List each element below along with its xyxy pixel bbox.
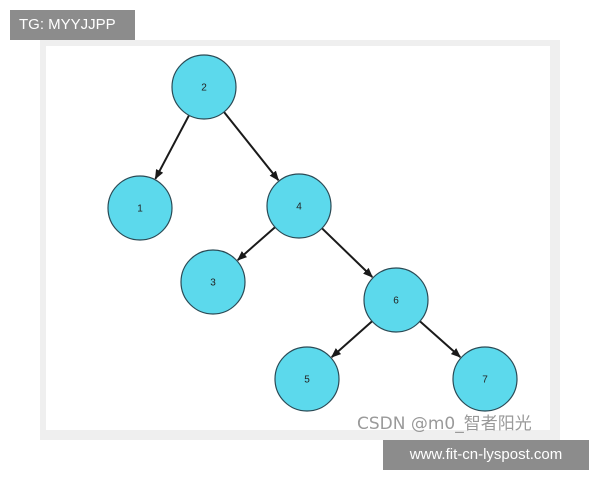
tree-node-5: 5	[274, 346, 340, 412]
node-circle	[452, 346, 518, 412]
node-circle	[171, 54, 237, 120]
edge-n6-n7	[419, 320, 462, 358]
node-label: 3	[210, 278, 216, 289]
tree-node-6: 6	[363, 267, 429, 333]
edge-n2-n4	[223, 111, 280, 181]
csdn-author-watermark: CSDN @m0_智者阳光	[357, 414, 532, 434]
tg-watermark-badge: TG: MYYJJPP	[10, 10, 135, 40]
edge-n6-n5	[330, 320, 373, 358]
node-label: 7	[482, 375, 488, 386]
node-circle	[107, 175, 173, 241]
edge-n4-n6	[321, 227, 374, 278]
tree-node-2: 2	[171, 54, 237, 120]
node-circle	[266, 173, 332, 239]
edge-n4-n3	[236, 226, 276, 261]
site-url-banner: www.fit-cn-lyspost.com	[383, 440, 589, 470]
edge-n2-n1	[154, 114, 190, 180]
tree-node-3: 3	[180, 249, 246, 315]
node-label: 6	[393, 296, 399, 307]
node-label: 2	[201, 83, 207, 94]
node-circle	[180, 249, 246, 315]
node-circle	[363, 267, 429, 333]
tree-node-1: 1	[107, 175, 173, 241]
node-circle	[274, 346, 340, 412]
node-label: 5	[304, 375, 310, 386]
node-label: 4	[296, 202, 302, 213]
tree-node-7: 7	[452, 346, 518, 412]
node-label: 1	[137, 204, 143, 215]
tree-node-4: 4	[266, 173, 332, 239]
